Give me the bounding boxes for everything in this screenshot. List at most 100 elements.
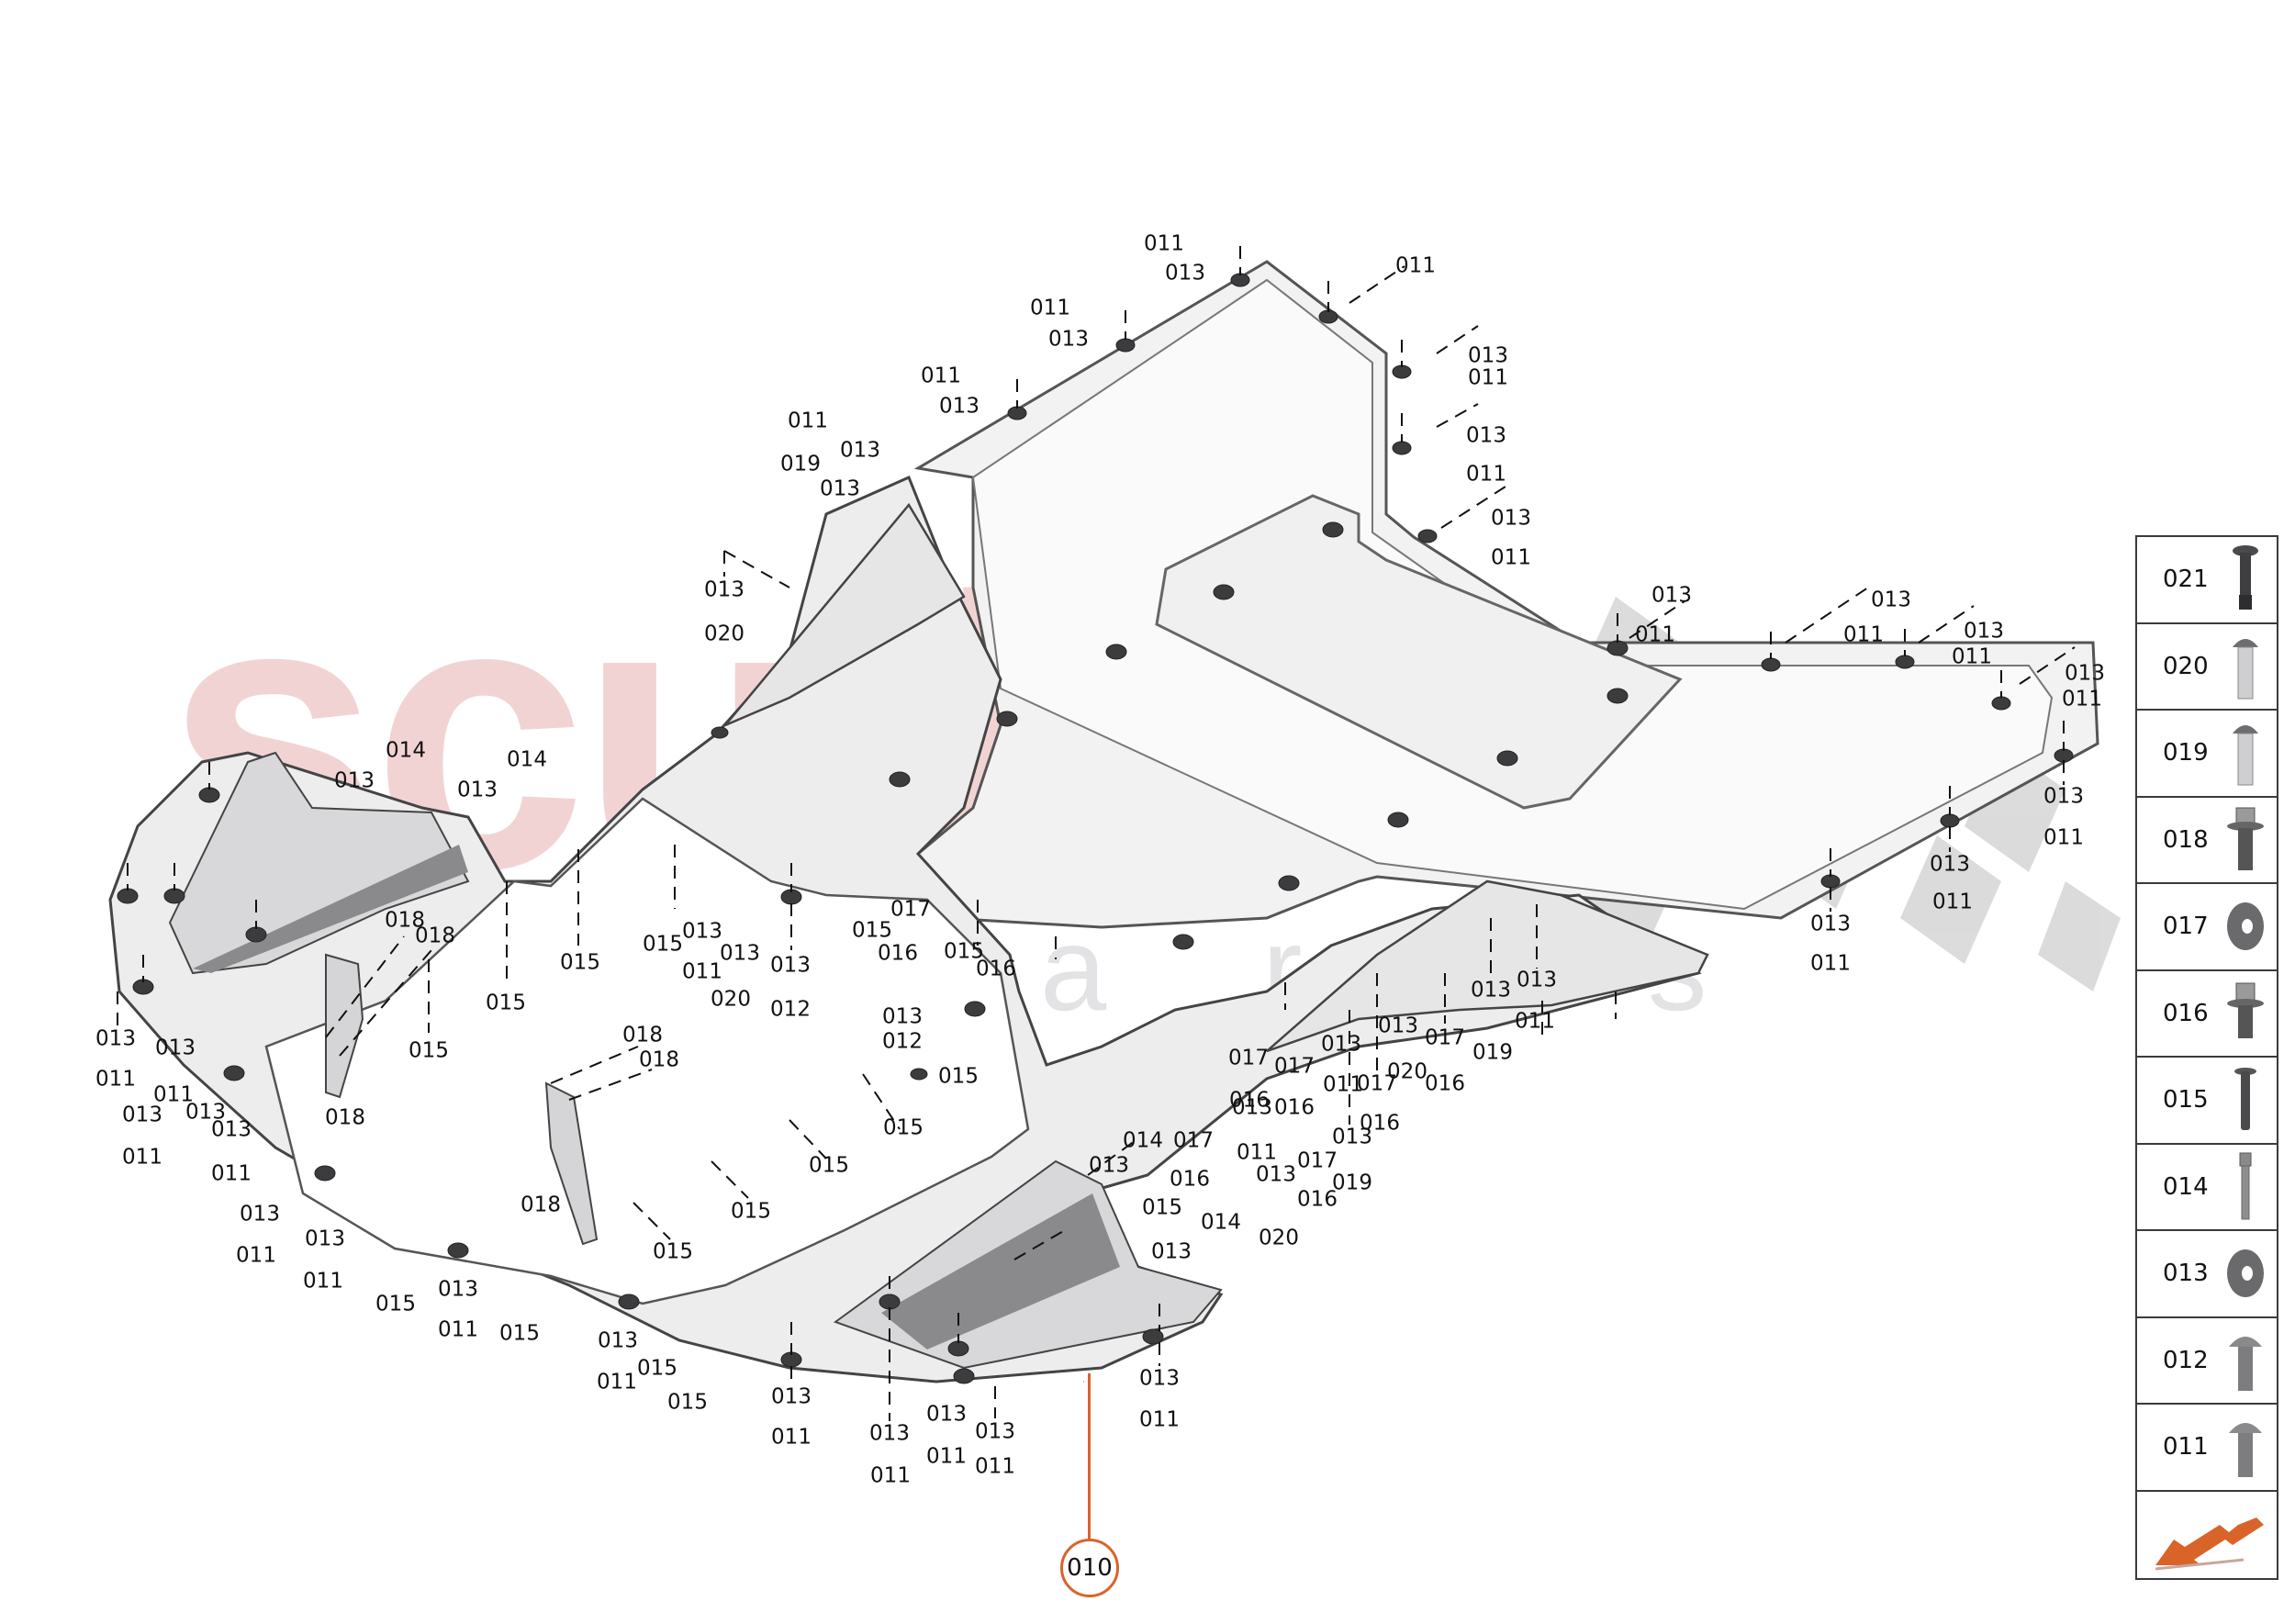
part-label-011[interactable]: 011 [870, 1463, 911, 1488]
part-label-015[interactable]: 015 [944, 939, 984, 964]
part-label-013[interactable]: 013 [1491, 506, 1531, 531]
part-label-013[interactable]: 013 [305, 1226, 345, 1251]
part-label-016[interactable]: 016 [1360, 1111, 1400, 1136]
legend-item-012[interactable]: 012 [2137, 1318, 2277, 1405]
part-label-013[interactable]: 013 [770, 953, 811, 978]
part-label-015[interactable]: 015 [731, 1199, 771, 1224]
part-label-017[interactable]: 017 [1173, 1128, 1214, 1153]
part-label-013[interactable]: 013 [2065, 661, 2105, 686]
part-label-013[interactable]: 013 [1321, 1032, 1361, 1057]
part-label-011[interactable]: 011 [788, 409, 828, 433]
part-label-013[interactable]: 013 [926, 1402, 967, 1427]
part-label-011[interactable]: 011 [1515, 1009, 1555, 1034]
part-label-011[interactable]: 011 [236, 1243, 276, 1268]
part-label-013[interactable]: 013 [457, 778, 498, 802]
part-label-015[interactable]: 015 [1142, 1195, 1182, 1220]
part-label-015[interactable]: 015 [643, 932, 683, 957]
part-label-011[interactable]: 011 [975, 1454, 1015, 1479]
part-label-013[interactable]: 013 [2043, 784, 2084, 809]
part-label-013[interactable]: 013 [211, 1117, 252, 1142]
part-label-012[interactable]: 012 [770, 997, 811, 1022]
part-label-013[interactable]: 013 [1810, 912, 1851, 936]
part-label-018[interactable]: 018 [622, 1023, 663, 1047]
part-label-011[interactable]: 011 [1323, 1072, 1363, 1097]
part-label-013[interactable]: 013 [1089, 1153, 1129, 1178]
part-label-015[interactable]: 015 [560, 950, 600, 975]
part-label-013[interactable]: 013 [820, 476, 860, 501]
legend-item-014[interactable]: 014 [2137, 1145, 2277, 1231]
legend-item-018[interactable]: 018 [2137, 798, 2277, 884]
part-label-011[interactable]: 011 [122, 1145, 162, 1170]
part-label-013[interactable]: 013 [185, 1100, 226, 1125]
part-label-013[interactable]: 013 [1517, 968, 1557, 992]
part-label-011[interactable]: 011 [1932, 890, 1973, 914]
part-label-011[interactable]: 011 [1468, 365, 1508, 390]
part-label-020[interactable]: 020 [704, 622, 744, 646]
part-label-018[interactable]: 018 [415, 924, 455, 948]
part-label-011[interactable]: 011 [771, 1425, 812, 1450]
part-label-014[interactable]: 014 [386, 738, 426, 763]
part-label-011[interactable]: 011 [1030, 296, 1070, 320]
part-label-018[interactable]: 018 [639, 1047, 679, 1072]
part-label-011[interactable]: 011 [2062, 687, 2102, 711]
part-label-016[interactable]: 016 [878, 941, 918, 966]
part-label-013[interactable]: 013 [1048, 327, 1089, 352]
part-label-013[interactable]: 013 [1165, 261, 1205, 286]
part-label-014[interactable]: 014 [507, 747, 547, 772]
part-label-011[interactable]: 011 [597, 1370, 637, 1394]
part-label-013[interactable]: 013 [704, 577, 744, 602]
legend-item-020[interactable]: 020 [2137, 624, 2277, 711]
part-label-014[interactable]: 014 [1123, 1128, 1163, 1153]
part-label-015[interactable]: 015 [486, 991, 526, 1015]
part-label-017[interactable]: 017 [1425, 1025, 1465, 1050]
part-label-015[interactable]: 015 [653, 1239, 693, 1264]
part-label-017[interactable]: 017 [890, 897, 931, 922]
part-label-017[interactable]: 017 [1357, 1071, 1397, 1096]
part-label-013[interactable]: 013 [840, 438, 880, 463]
part-label-011[interactable]: 011 [303, 1269, 343, 1294]
part-label-019[interactable]: 019 [1332, 1170, 1372, 1195]
part-label-020[interactable]: 020 [711, 987, 751, 1012]
part-label-013[interactable]: 013 [1964, 619, 2004, 644]
part-label-011[interactable]: 011 [682, 959, 722, 984]
part-label-011[interactable]: 011 [1139, 1407, 1180, 1432]
part-label-011[interactable]: 011 [95, 1067, 136, 1092]
part-label-015[interactable]: 015 [809, 1153, 849, 1178]
part-label-016[interactable]: 016 [1274, 1095, 1315, 1120]
part-label-015[interactable]: 015 [883, 1115, 924, 1140]
part-label-018[interactable]: 018 [325, 1105, 365, 1130]
part-label-013[interactable]: 013 [1378, 1014, 1418, 1038]
part-label-013[interactable]: 013 [939, 394, 980, 419]
part-label-013[interactable]: 013 [438, 1277, 478, 1302]
part-label-013[interactable]: 013 [240, 1202, 280, 1226]
part-label-017[interactable]: 017 [1297, 1148, 1338, 1173]
part-label-015[interactable]: 015 [375, 1292, 416, 1316]
part-label-013[interactable]: 013 [1151, 1239, 1192, 1264]
legend-item-011[interactable]: 011 [2137, 1405, 2277, 1492]
part-label-016[interactable]: 016 [1297, 1187, 1338, 1212]
part-label-020[interactable]: 020 [1259, 1226, 1299, 1250]
part-label-011[interactable]: 011 [211, 1161, 252, 1186]
part-label-011[interactable]: 011 [438, 1317, 478, 1342]
main-part-callout-010[interactable]: 010 [1060, 1539, 1119, 1597]
part-label-016[interactable]: 016 [1425, 1071, 1465, 1096]
part-label-015[interactable]: 015 [499, 1321, 540, 1346]
part-label-018[interactable]: 018 [521, 1193, 561, 1217]
navigation-arrow-button[interactable] [2137, 1492, 2277, 1579]
part-label-015[interactable]: 015 [409, 1038, 449, 1063]
part-label-013[interactable]: 013 [334, 768, 375, 793]
part-label-014[interactable]: 014 [1201, 1210, 1241, 1235]
part-label-013[interactable]: 013 [598, 1328, 638, 1353]
part-label-011[interactable]: 011 [153, 1082, 194, 1107]
part-label-011[interactable]: 011 [1144, 231, 1184, 256]
part-label-013[interactable]: 013 [1332, 1125, 1372, 1149]
legend-item-019[interactable]: 019 [2137, 711, 2277, 798]
part-label-011[interactable]: 011 [1810, 951, 1851, 976]
part-label-011[interactable]: 011 [1237, 1140, 1277, 1165]
part-label-017[interactable]: 017 [1274, 1054, 1315, 1079]
part-label-013[interactable]: 013 [1471, 978, 1511, 1002]
part-label-016[interactable]: 016 [976, 957, 1016, 981]
part-label-015[interactable]: 015 [637, 1356, 677, 1381]
part-label-017[interactable]: 017 [1228, 1046, 1269, 1070]
part-label-011[interactable]: 011 [1843, 622, 1884, 647]
